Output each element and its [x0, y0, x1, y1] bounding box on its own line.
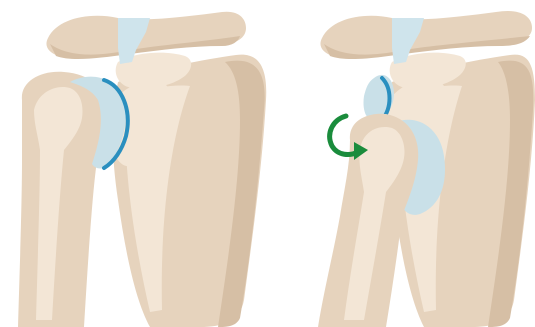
normal-shoulder-panel: [18, 12, 266, 327]
dislocated-shoulder-panel: [318, 11, 535, 327]
clavicle-right: [320, 11, 532, 59]
